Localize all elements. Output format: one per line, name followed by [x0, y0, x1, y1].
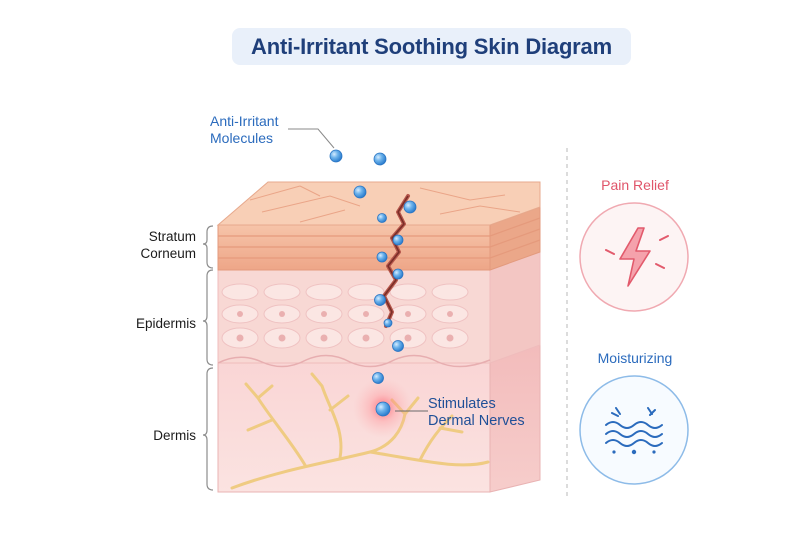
- molecule: [392, 268, 404, 280]
- moisturizing-panel: [579, 375, 689, 485]
- molecule: [353, 185, 367, 199]
- molecule: [375, 401, 391, 417]
- pain-relief-panel: [579, 202, 689, 312]
- stratum-corneum-label-line2: Corneum: [140, 246, 196, 261]
- molecule-label-line2: Molecules: [210, 130, 274, 146]
- stratum-corneum-bracket: [202, 225, 214, 269]
- nerve-label-line1: Stimulates: [428, 396, 496, 412]
- nerve-label-line2: Dermal Nerves: [428, 413, 525, 429]
- molecule: [392, 340, 404, 352]
- molecule: [377, 213, 387, 223]
- molecule: [372, 372, 384, 384]
- anti-irritant-molecules: [329, 149, 417, 417]
- stratum-corneum-label-line1: Stratum: [148, 229, 196, 244]
- epidermis-bracket: [202, 269, 214, 366]
- dermis-layer: [217, 321, 541, 493]
- stratum-corneum-layer: [216, 181, 541, 271]
- title-banner: Anti-Irritant Soothing Skin Diagram: [232, 28, 631, 65]
- stratum-corneum-label: Stratum Corneum: [76, 228, 196, 262]
- diagram-title: Anti-Irritant Soothing Skin Diagram: [251, 33, 612, 59]
- nerve-label: Stimulates Dermal Nerves: [428, 396, 558, 430]
- lightning-bolt-icon: [605, 227, 669, 287]
- molecule-label-line1: Anti-Irritant: [210, 113, 279, 129]
- dermis-bracket: [202, 367, 214, 491]
- moisturizing-circle: [579, 375, 689, 485]
- molecule: [373, 152, 387, 166]
- water-waves-icon: [605, 407, 663, 447]
- layer-brackets: [202, 225, 214, 491]
- molecule: [374, 294, 386, 306]
- epidermis-layer: [217, 249, 541, 368]
- molecule: [376, 251, 388, 263]
- pain-relief-title: Pain Relief: [601, 177, 669, 193]
- molecule: [403, 200, 417, 214]
- molecule-leader-line: [288, 128, 335, 149]
- molecule: [329, 149, 343, 163]
- molecule: [383, 318, 393, 328]
- moisturizing-title: Moisturizing: [597, 350, 673, 366]
- epidermis-label: Epidermis: [135, 316, 196, 331]
- molecule-label: Anti-Irritant Molecules: [210, 113, 330, 147]
- dermis-label: Dermis: [153, 428, 196, 443]
- molecule: [392, 234, 404, 246]
